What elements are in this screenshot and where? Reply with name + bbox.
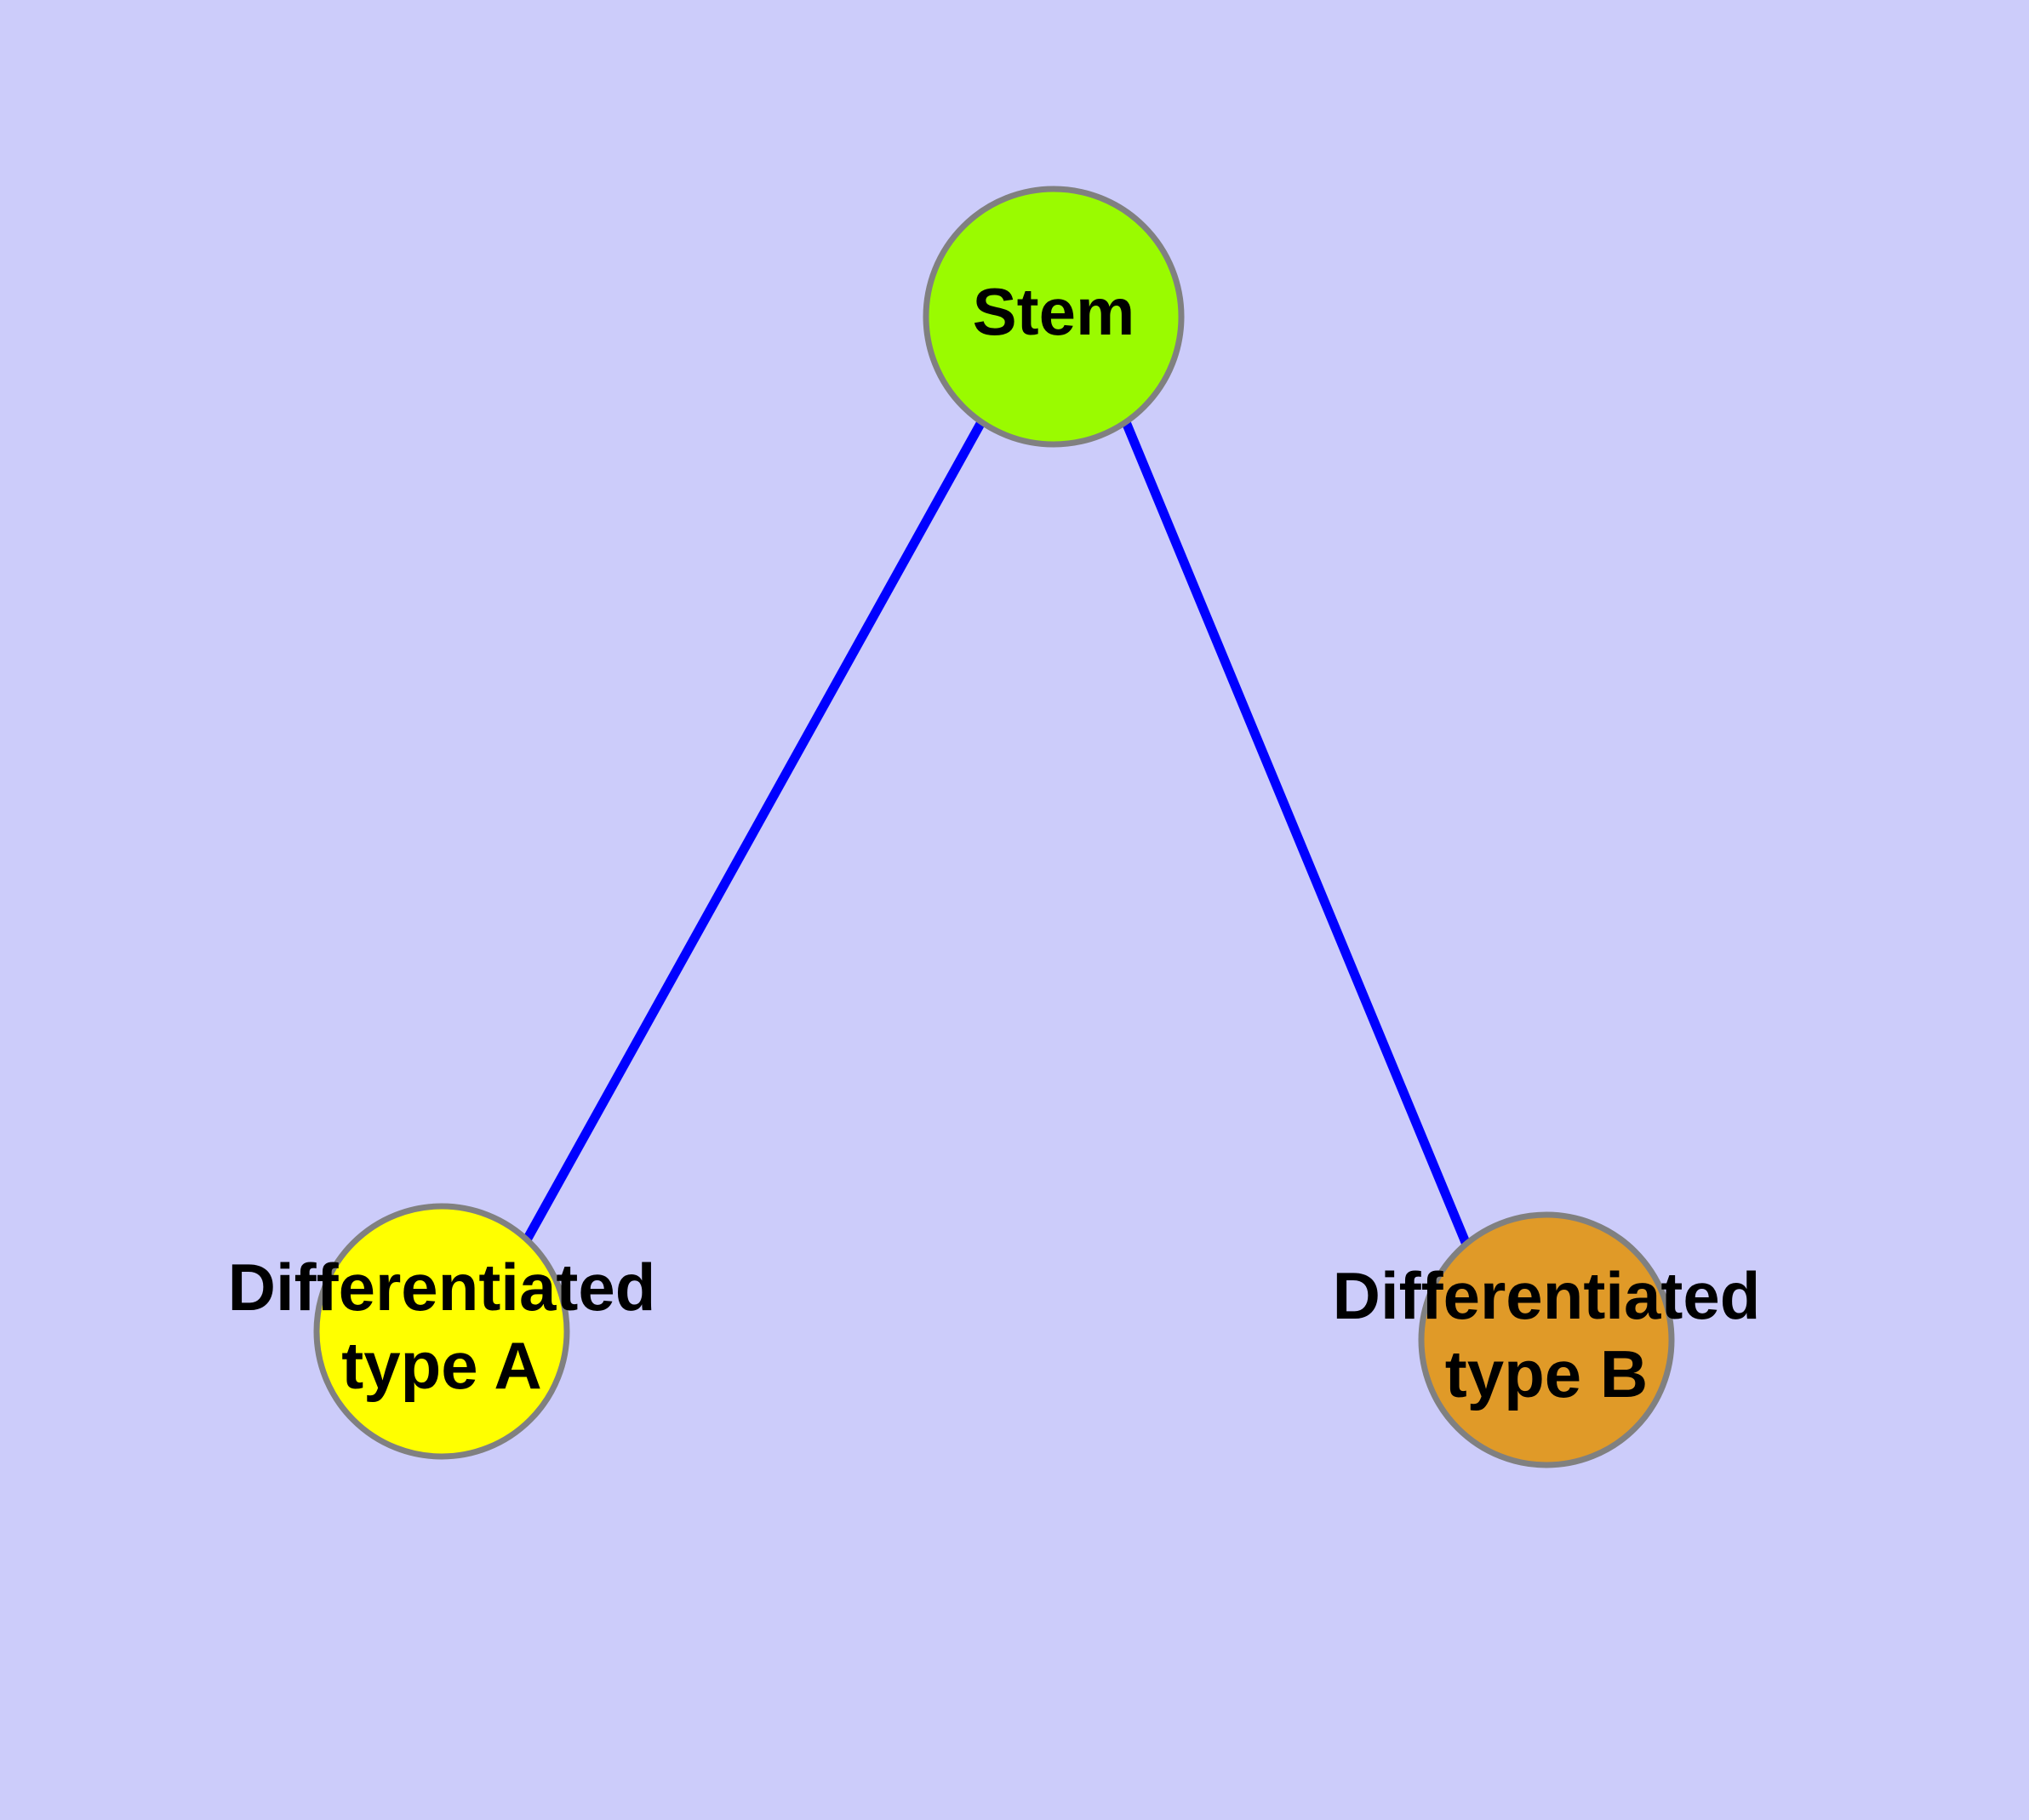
node-label-line: type B bbox=[1445, 1336, 1648, 1411]
node-circle-stem[interactable] bbox=[923, 186, 1185, 448]
node-label-stem: Stem bbox=[973, 274, 1135, 349]
graph-node-stem[interactable]: Stem bbox=[923, 186, 1185, 448]
node-circle-diff_a[interactable] bbox=[313, 1203, 570, 1460]
node-circle-diff_b[interactable] bbox=[1418, 1211, 1675, 1468]
node-label-line: Differentiated bbox=[228, 1250, 656, 1325]
node-label-line: Stem bbox=[973, 274, 1135, 349]
graph-edge-stem-to-diff-a bbox=[521, 420, 986, 1245]
graph-edge-stem-to-diff-b bbox=[1121, 420, 1476, 1257]
node-label-line: type A bbox=[341, 1328, 542, 1403]
node-label-line: Differentiated bbox=[1333, 1258, 1761, 1333]
edge-layer bbox=[521, 420, 1476, 1257]
